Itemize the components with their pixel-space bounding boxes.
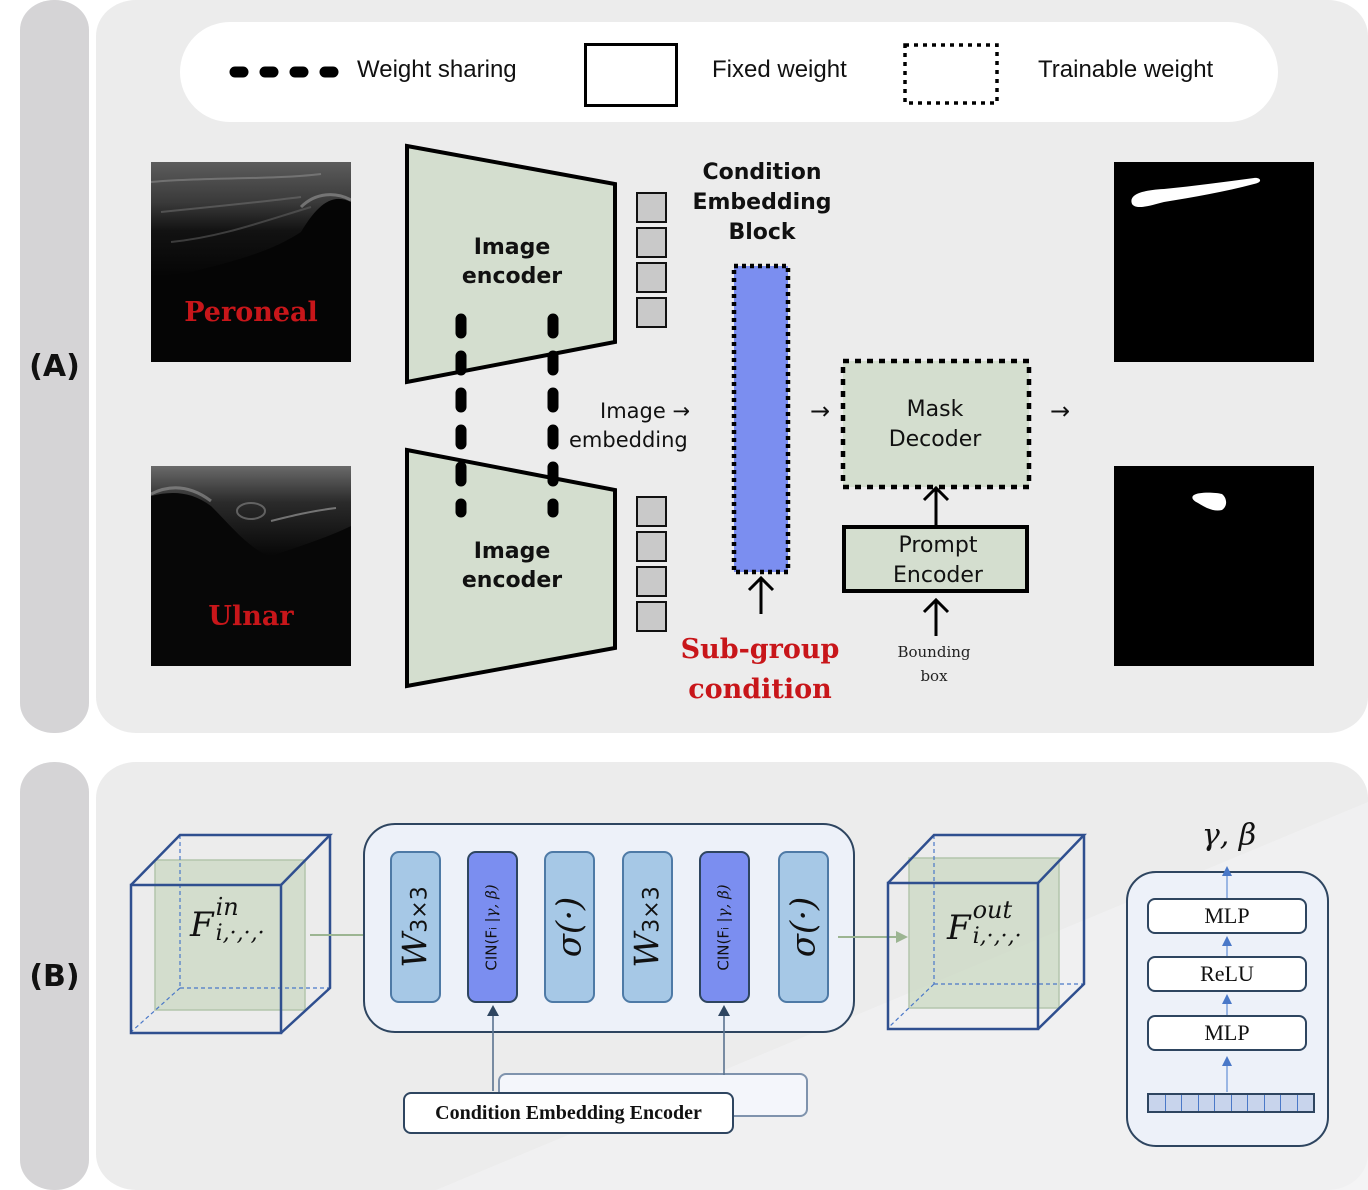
embedding-token xyxy=(636,192,667,223)
output-tensor-cube xyxy=(886,833,1087,1031)
mlp-layer-top: MLP xyxy=(1147,898,1307,934)
input-tensor-label: F in i,·,·,· xyxy=(190,893,265,946)
input-tensor-cube xyxy=(129,833,333,1035)
mlp-layer-bottom: MLP xyxy=(1147,1015,1307,1051)
image-embedding-line2: embedding xyxy=(569,428,688,452)
embedding-token xyxy=(636,531,667,562)
embedding-token xyxy=(636,566,667,597)
condition-embedding-vector xyxy=(1147,1093,1315,1113)
conv3x3-block-2: W3×3 xyxy=(622,851,673,1003)
cin-block-1: CIN(Fi |γ, β) xyxy=(467,851,518,1003)
prompt-encoder-box xyxy=(842,525,1029,593)
embedding-cell xyxy=(1265,1095,1281,1111)
bounding-box-label: Bounding box xyxy=(897,643,971,685)
arrow-right-icon: → xyxy=(810,397,831,425)
encoder-shapes xyxy=(405,143,617,689)
ulnar-label: Ulnar xyxy=(208,601,294,632)
peroneal-output-mask xyxy=(1114,162,1314,362)
embedding-cell xyxy=(1232,1095,1248,1111)
embedding-cell xyxy=(1199,1095,1215,1111)
panel-b-tab: (B) xyxy=(20,762,89,1190)
arrow-up-icon xyxy=(922,597,950,636)
activation-block-2: σ(·) xyxy=(778,851,829,1003)
activation-block-1: σ(·) xyxy=(544,851,595,1003)
panel-b-label: (B) xyxy=(29,958,80,994)
arrow-right-icon: → xyxy=(672,399,691,423)
embedding-token xyxy=(636,601,667,632)
arrow-up-icon xyxy=(747,575,775,614)
embedding-cell xyxy=(1248,1095,1265,1111)
embedding-cell xyxy=(1215,1095,1232,1111)
embedding-token xyxy=(636,496,667,527)
mask-decoder-label: Mask Decoder xyxy=(888,397,982,452)
solid-box-icon xyxy=(584,43,678,107)
conv3x3-block-1: W3×3 xyxy=(390,851,441,1003)
condition-embedding-block-title: Condition Embedding Block xyxy=(692,160,832,245)
legend xyxy=(180,22,1278,122)
mlp-stack-arrows xyxy=(1222,866,1232,1092)
peroneal-ultrasound-image: Peroneal xyxy=(151,162,351,362)
prompt-encoder-label: Prompt Encoder xyxy=(893,533,983,588)
legend-weight-sharing: Weight sharing xyxy=(357,56,517,83)
ulnar-ultrasound-image: Ulnar xyxy=(151,466,351,666)
legend-fixed-weight: Fixed weight xyxy=(712,56,847,83)
mask-decoder-box xyxy=(840,358,1032,490)
embedding-cell xyxy=(1182,1095,1199,1111)
subgroup-condition-label: Sub-group condition xyxy=(680,634,840,705)
image-encoder-top-label: Image encoder xyxy=(461,235,563,289)
embedding-token xyxy=(636,297,667,328)
embedding-token xyxy=(636,262,667,293)
legend-trainable-weight: Trainable weight xyxy=(1038,56,1214,83)
image-embedding-line1: Image → xyxy=(600,399,691,423)
condition-embedding-block xyxy=(731,263,791,575)
image-encoder-bottom-label: Image encoder xyxy=(461,539,563,593)
peroneal-label: Peroneal xyxy=(184,297,318,328)
condition-embedding-encoder: Condition Embedding Encoder xyxy=(403,1092,734,1134)
embedding-cell xyxy=(1298,1095,1314,1111)
embedding-cell xyxy=(1149,1095,1166,1111)
embedding-token xyxy=(636,227,667,258)
arrow-right-icon: → xyxy=(1050,397,1071,425)
arrow-up-icon xyxy=(922,485,950,526)
panel-a-label: (A) xyxy=(29,349,80,384)
ulnar-output-mask xyxy=(1114,466,1314,666)
output-tensor-label: F out i,·,·,· xyxy=(947,896,1022,949)
embedding-cell xyxy=(1281,1095,1298,1111)
conv-block-group xyxy=(363,823,855,1033)
embedding-cell xyxy=(1166,1095,1182,1111)
dotted-box-icon xyxy=(903,43,999,105)
gamma-beta-output-label: γ, β xyxy=(1201,818,1257,853)
relu-layer: ReLU xyxy=(1147,956,1307,992)
panel-a-tab: (A) xyxy=(20,0,89,733)
cin-block-2: CIN(Fi |γ, β) xyxy=(699,851,750,1003)
dashed-line-icon xyxy=(229,66,342,78)
condition-arrows xyxy=(487,1005,730,1091)
